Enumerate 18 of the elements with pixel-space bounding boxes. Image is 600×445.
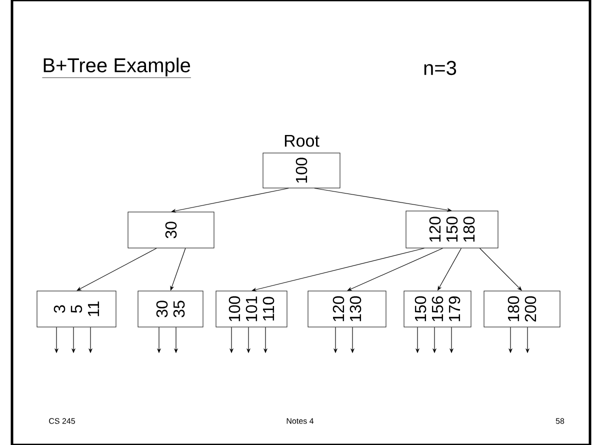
tree-node-box: 30 xyxy=(128,212,214,248)
tree-node-box: 100 Root xyxy=(262,134,340,188)
tree-node-box: 150 156 179 xyxy=(404,290,472,328)
page-number: 58 xyxy=(556,418,564,424)
tree-node-box: 180 200 xyxy=(484,290,560,328)
footer-text: Notes 4 xyxy=(286,418,314,424)
slide-title: B+Tree Example xyxy=(42,58,192,78)
arrow xyxy=(252,248,425,292)
footer-text: CS 245 xyxy=(49,418,75,424)
node-label: Root xyxy=(284,134,320,147)
tree-node-box: 120 130 xyxy=(308,290,386,328)
tree-node-box: 120 150 180 xyxy=(406,210,498,248)
tree-node-box: 30 35 xyxy=(138,290,204,328)
arrow xyxy=(347,248,444,291)
tree-node-box: 100 101 110 xyxy=(216,290,288,328)
arrow xyxy=(76,248,157,291)
tree-node-box: 3 5 11 xyxy=(36,290,116,328)
parameter-label: n=3 xyxy=(424,60,456,76)
